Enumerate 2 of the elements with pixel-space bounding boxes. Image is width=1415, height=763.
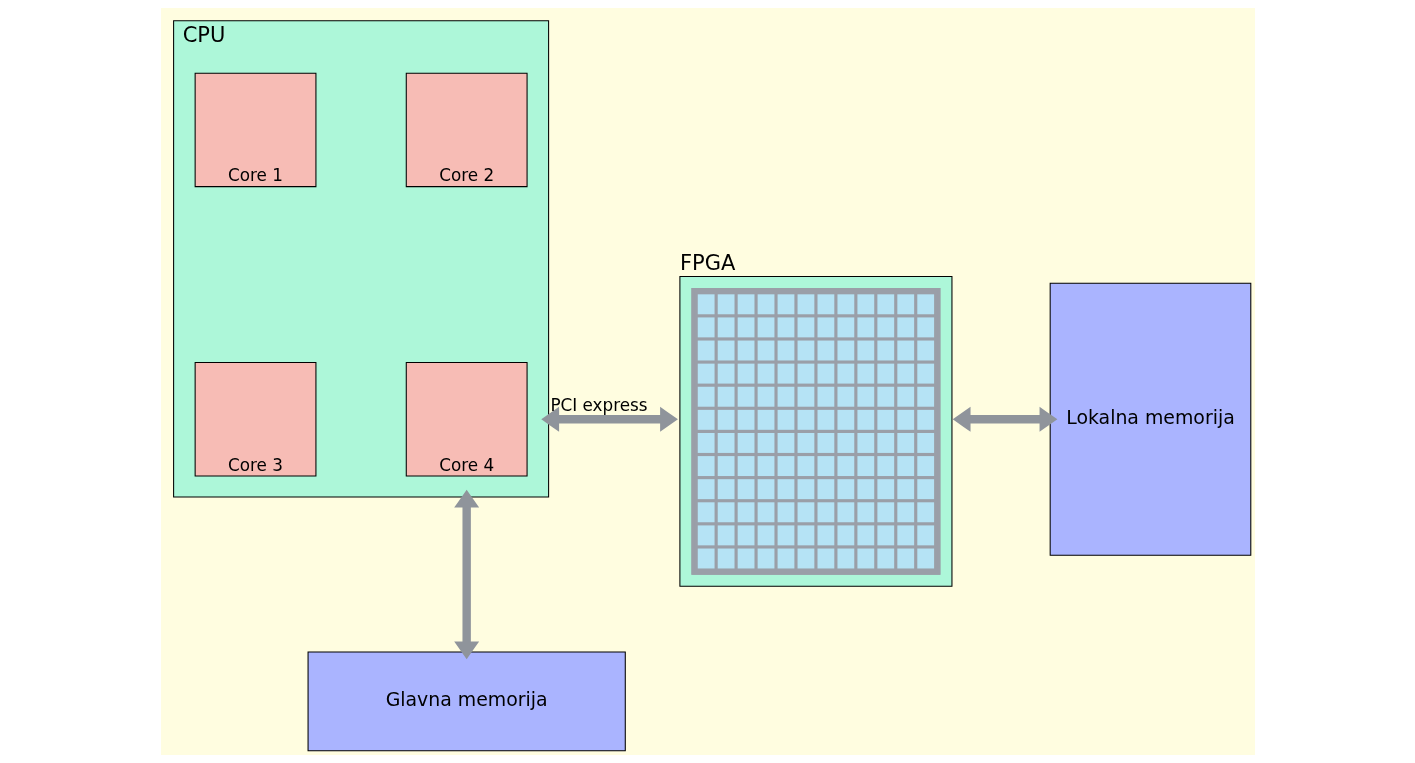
node-label: FPGA [679, 251, 735, 276]
edge-label: PCI express [549, 394, 648, 415]
